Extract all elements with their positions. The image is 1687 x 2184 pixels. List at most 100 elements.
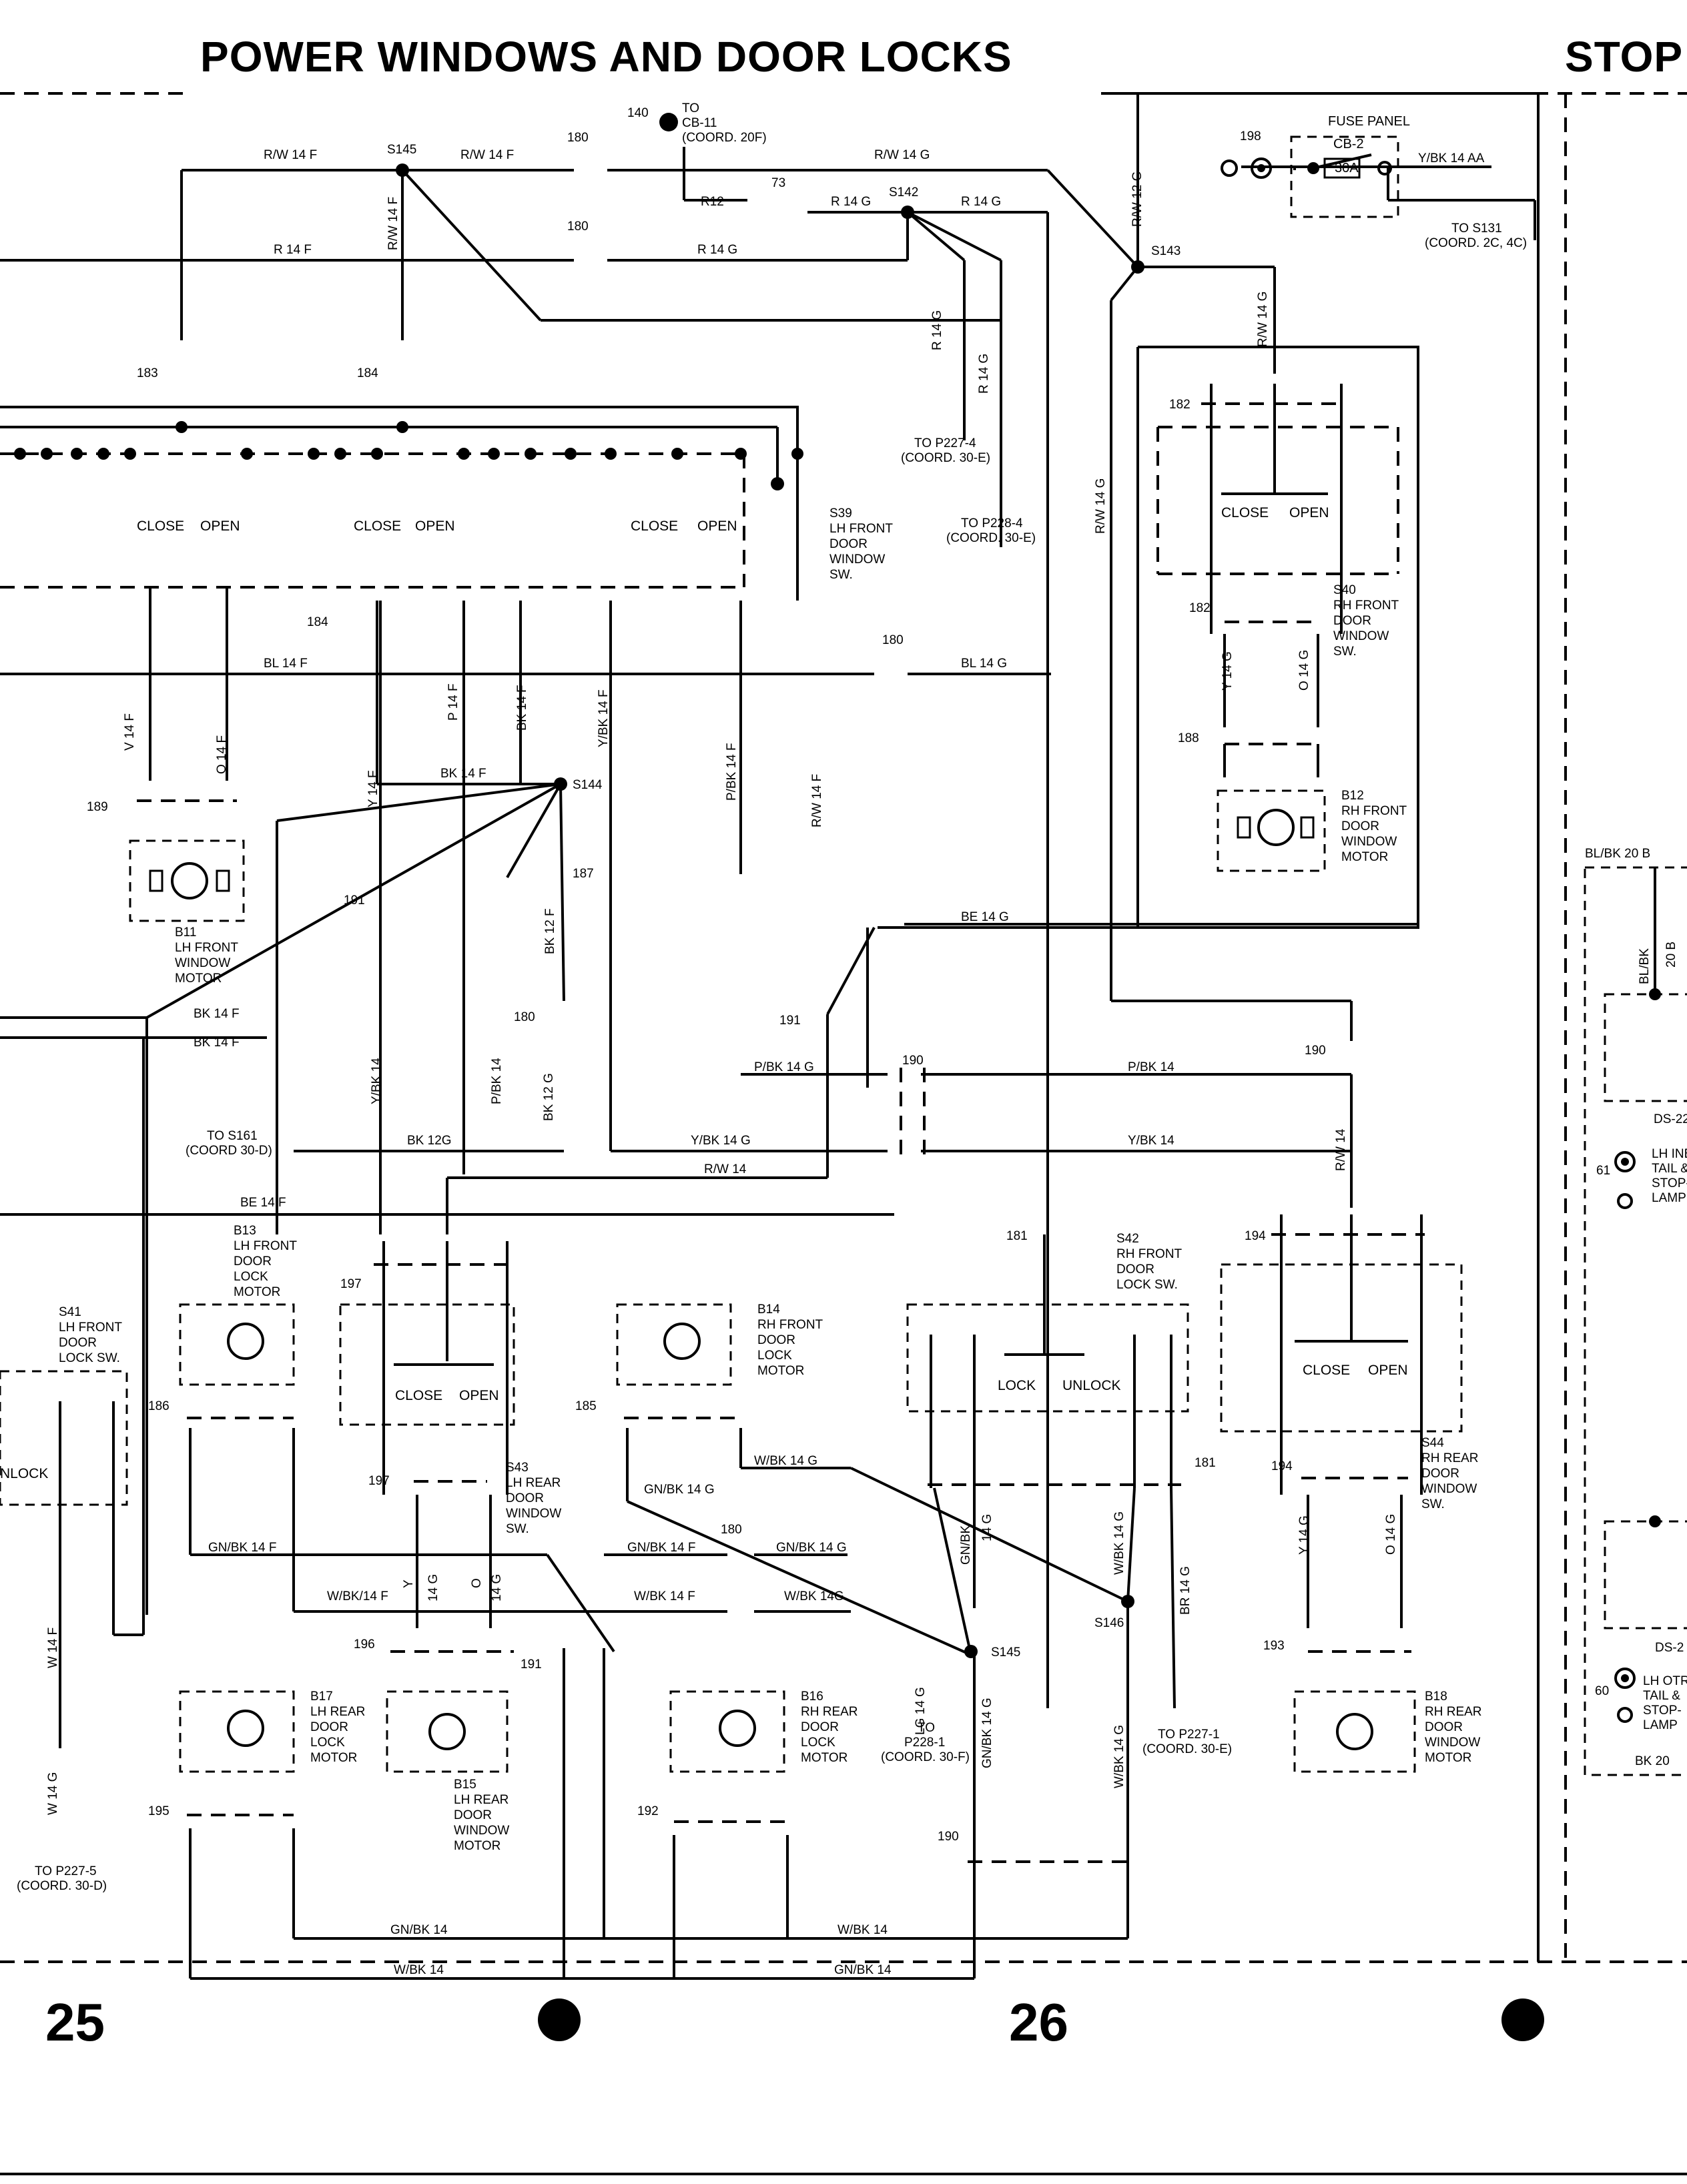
close-label: CLOSE: [137, 518, 184, 534]
wire-label: O 14 F: [215, 735, 229, 774]
connector-label: 195: [148, 1804, 170, 1818]
open-label: OPEN: [1368, 1363, 1408, 1378]
svg-text:S41: S41: [59, 1305, 81, 1319]
wire-label: Y/BK 14 G: [691, 1134, 751, 1148]
svg-text:WINDOW: WINDOW: [506, 1507, 561, 1521]
connector-label: 181: [1195, 1456, 1216, 1470]
connector-label: 194: [1271, 1459, 1293, 1473]
wire-label: GN/BK 14 G: [644, 1483, 715, 1497]
wire-label: BK 12G: [407, 1134, 452, 1148]
svg-text:S42: S42: [1116, 1232, 1139, 1246]
open-label: OPEN: [697, 518, 737, 534]
svg-text:B16: B16: [801, 1690, 823, 1704]
wire-label: R/W 14 F: [460, 148, 514, 162]
svg-text:LH INB: LH INB: [1652, 1147, 1687, 1161]
connector-label: 197: [340, 1277, 362, 1291]
svg-text:LOCK: LOCK: [757, 1349, 792, 1363]
connector-label: 184: [307, 615, 328, 629]
splice-label: S144: [573, 778, 603, 792]
svg-text:DOOR: DOOR: [59, 1336, 97, 1350]
connector-label: 198: [1240, 129, 1261, 143]
connector-label: 180: [567, 220, 589, 234]
svg-text:CB-11: CB-11: [682, 116, 717, 130]
wire-label: 14 G: [426, 1574, 440, 1601]
svg-text:LH FRONT: LH FRONT: [59, 1321, 122, 1335]
svg-text:TO: TO: [682, 101, 699, 115]
svg-text:TO P228-4: TO P228-4: [961, 516, 1023, 530]
wire-label: Y 14 G: [1297, 1515, 1311, 1555]
bottom-harness: [190, 1553, 1134, 1980]
wire-label: BL/BK 20 B: [1585, 847, 1650, 861]
connector-label: 187: [573, 867, 594, 881]
ref-p227-5: TO P227-5 (COORD. 30-D): [17, 1864, 107, 1893]
wire-label: W 14 F: [46, 1627, 60, 1668]
wire-label: W/BK/14 F: [327, 1589, 388, 1603]
svg-text:B17: B17: [310, 1690, 333, 1704]
connector-label: 191: [521, 1658, 542, 1672]
unlock-label-partial: NLOCK: [0, 1466, 48, 1481]
svg-text:LH FRONT: LH FRONT: [234, 1239, 297, 1253]
wire-label: Y 14 G: [1221, 651, 1235, 691]
s44-switch-block: [1220, 1214, 1463, 1773]
open-label: OPEN: [1289, 505, 1329, 520]
wire-label: O: [470, 1578, 484, 1588]
wire-label: R/W 14 G: [1256, 292, 1270, 347]
svg-text:DOOR: DOOR: [1116, 1262, 1154, 1277]
connector-label: 193: [1263, 1639, 1285, 1653]
svg-text:LOCK: LOCK: [234, 1270, 268, 1284]
wire-label: O 14 G: [1297, 650, 1311, 691]
wire-label: P 14 F: [446, 683, 460, 721]
wire-label: R/W 14: [1334, 1128, 1348, 1171]
svg-text:DOOR: DOOR: [234, 1254, 272, 1268]
wire-label: Y/BK 14: [1128, 1134, 1174, 1148]
wire-label: Y: [402, 1579, 416, 1588]
wire-label: 14 G: [490, 1574, 504, 1601]
close-label: CLOSE: [354, 518, 401, 534]
svg-text:(COORD 30-D): (COORD 30-D): [186, 1144, 272, 1158]
connector-label: 182: [1169, 398, 1191, 412]
svg-text:(COORD. 30-E): (COORD. 30-E): [946, 531, 1036, 545]
svg-text:DOOR: DOOR: [1341, 819, 1379, 833]
svg-text:B15: B15: [454, 1778, 476, 1792]
wire-label: W/BK 14 G: [1112, 1511, 1126, 1575]
wire-label: LG 14 G: [914, 1687, 928, 1735]
close-label: CLOSE: [395, 1388, 442, 1403]
b12-motor: [1217, 789, 1326, 872]
wire-label: BL 14 G: [961, 657, 1007, 671]
connector-label: 196: [354, 1637, 375, 1652]
wire-label: R/W 12 G: [1130, 171, 1144, 227]
svg-text:MOTOR: MOTOR: [757, 1364, 804, 1378]
svg-text:DOOR: DOOR: [1333, 614, 1371, 628]
wire-label: Y 14 F: [366, 770, 380, 807]
svg-text:MOTOR: MOTOR: [801, 1751, 848, 1765]
wire-label: R12: [701, 195, 724, 209]
binder-hole-right: [1501, 1998, 1544, 2041]
bl-bus: [0, 673, 1418, 1088]
splice-label: S146: [1094, 1616, 1124, 1630]
connector-label: 192: [637, 1804, 659, 1818]
wire-label: BK 14 F: [194, 1036, 240, 1050]
svg-text:DOOR: DOOR: [1421, 1467, 1459, 1481]
s40-switch-block: [1136, 346, 1419, 929]
connector-label: 191: [344, 893, 365, 907]
svg-text:TO P227-4: TO P227-4: [914, 436, 976, 450]
b17-motor: [179, 1690, 295, 1978]
fuse-panel: [1221, 135, 1399, 218]
svg-text:STOP-: STOP-: [1643, 1704, 1682, 1718]
wire-label: BR 14 G: [1178, 1566, 1193, 1615]
open-label: OPEN: [415, 518, 455, 534]
close-label: CLOSE: [1303, 1363, 1350, 1378]
connector-label: 191: [779, 1014, 801, 1028]
unlock-label: UNLOCK: [1062, 1378, 1121, 1393]
svg-text:RH REAR: RH REAR: [801, 1705, 858, 1719]
connector-190-block: [900, 1068, 926, 1161]
wire-label: R/W 14 F: [386, 197, 400, 250]
wire-label: 20 B: [1664, 942, 1678, 968]
svg-text:WINDOW: WINDOW: [1341, 835, 1397, 849]
open-label: OPEN: [200, 518, 240, 534]
svg-text:LAMP: LAMP: [1652, 1191, 1686, 1205]
connector-label: 194: [1245, 1229, 1266, 1243]
